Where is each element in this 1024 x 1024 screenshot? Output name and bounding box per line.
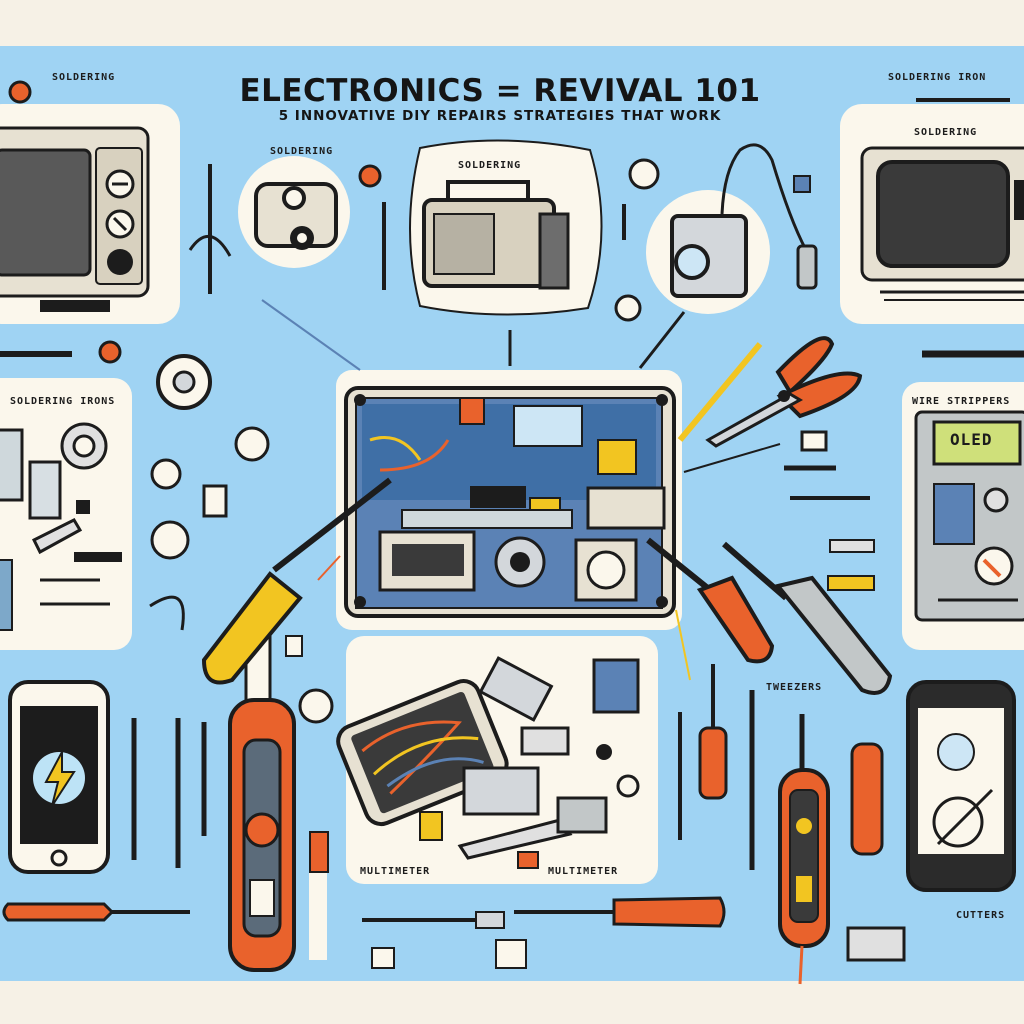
- crt-tv-icon-right: [840, 104, 1024, 324]
- label-speaker: SOLDERING: [270, 146, 334, 157]
- pliers-icon: [705, 336, 863, 448]
- speaker-icon: [238, 156, 350, 268]
- left-parts-panel: [0, 378, 132, 650]
- screwdriver-row-bottom: [2, 664, 884, 960]
- soldering-iron-icon: [0, 98, 1024, 500]
- right-parts-panel: [902, 382, 1024, 650]
- label-left-panel: SOLDERING IRONS: [10, 396, 116, 407]
- label-right-tv: SOLDERING: [914, 127, 978, 138]
- multimeter-icon-left: [228, 634, 296, 972]
- camera-icon: [638, 143, 818, 369]
- label-top-left: SOLDERING: [52, 72, 116, 83]
- meter-display: OLED: [950, 430, 993, 449]
- label-bottom-right: TWEEZERS: [766, 682, 823, 693]
- label-multimeter-right: MULTIMETER: [548, 866, 619, 877]
- smartphone-icon-left: [8, 680, 110, 874]
- screwdriver-icon-orange: [646, 537, 775, 664]
- screwdriver-icon-yellow: [201, 477, 392, 685]
- radio-icon: [409, 139, 603, 366]
- misc-parts: [8, 80, 906, 969]
- label-top-right: SOLDERING IRON: [888, 72, 987, 83]
- label-multimeter-left: MULTIMETER: [360, 866, 431, 877]
- multimeter-icon-right: [778, 714, 830, 985]
- label-right-panel: WIRE STRIPPERS: [912, 396, 1011, 407]
- smartphone-icon-right: [906, 680, 1016, 892]
- label-cutters: CUTTERS: [956, 910, 1006, 921]
- circuit-board-icon: [336, 370, 682, 630]
- page-subtitle: 5 INNOVATIVE DIY REPAIRS STRATEGIES THAT…: [278, 108, 722, 124]
- title-banner: ELECTRONICS = REVIVAL 101 5 INNOVATIVE D…: [215, 72, 785, 126]
- screwdriver-icon-gray: [722, 541, 893, 695]
- page-title: ELECTRONICS = REVIVAL 101: [239, 73, 761, 109]
- crt-tv-icon-left: [0, 104, 180, 324]
- phone-work-area: [336, 636, 658, 884]
- label-radio: SOLDERING: [458, 160, 522, 171]
